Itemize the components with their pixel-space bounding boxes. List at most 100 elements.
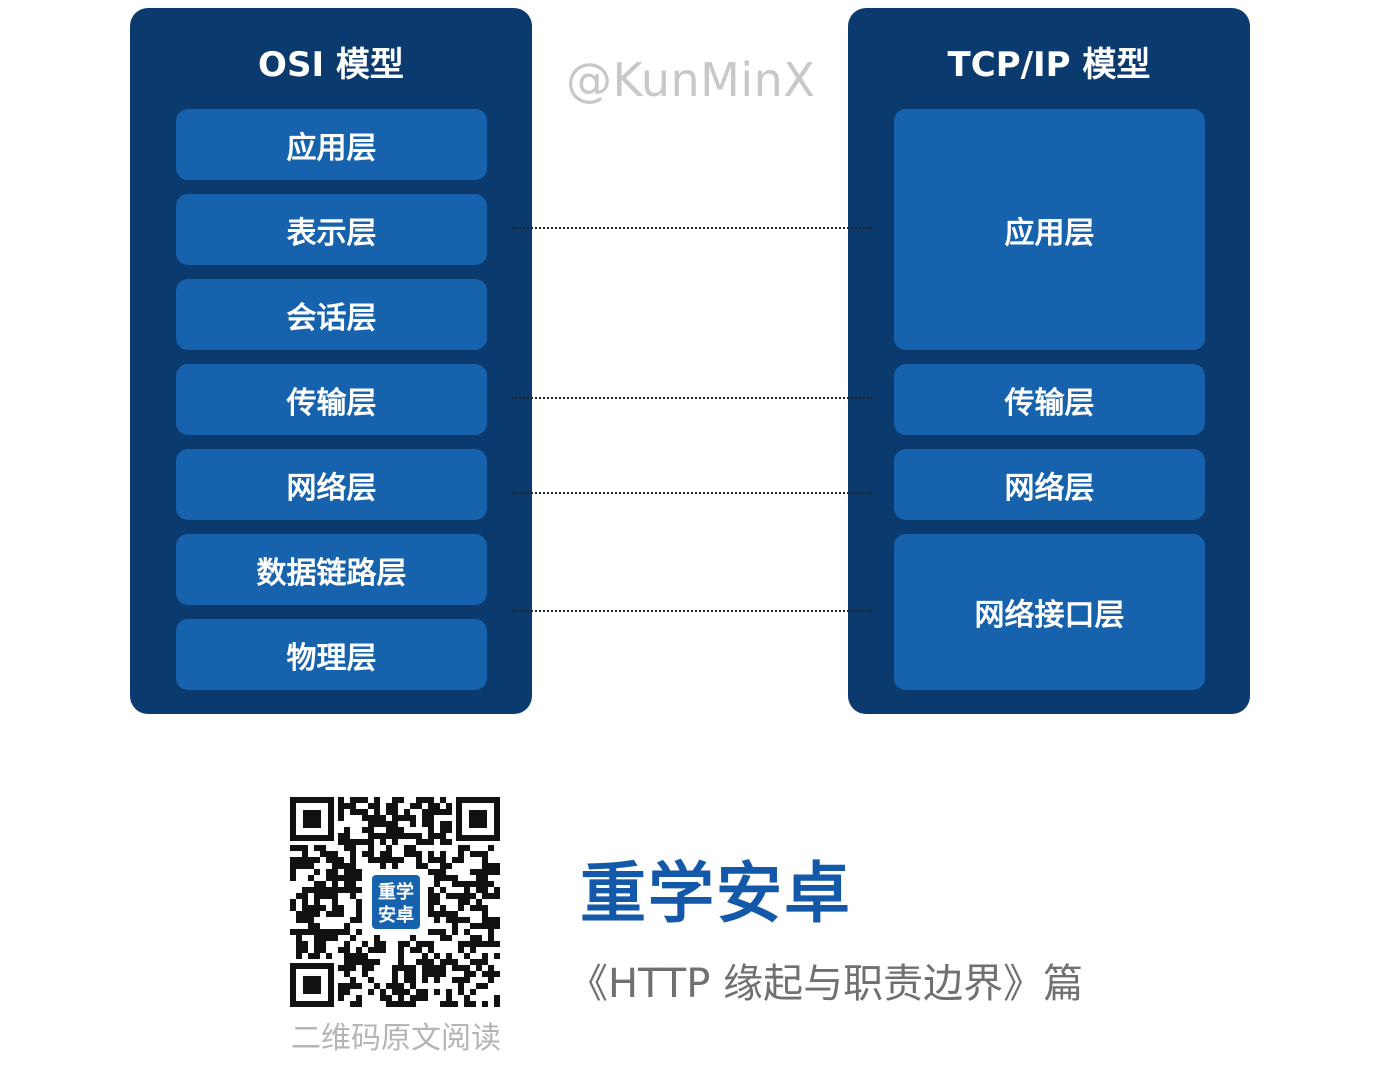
- qr-module: [344, 839, 350, 845]
- qr-module: [404, 815, 410, 821]
- tcpip-model-title: TCP/IP 模型: [947, 45, 1151, 85]
- qr-module: [344, 875, 350, 881]
- qr-module: [494, 923, 500, 929]
- qr-module: [428, 929, 434, 935]
- qr-module: [392, 827, 398, 833]
- qr-module: [404, 809, 410, 815]
- qr-module: [338, 857, 344, 863]
- qr-module: [434, 809, 440, 815]
- qr-module: [350, 845, 356, 851]
- qr-module: [428, 821, 434, 827]
- qr-module: [356, 899, 362, 905]
- qr-module: [446, 875, 452, 881]
- qr-module: [296, 935, 302, 941]
- qr-module: [410, 983, 416, 989]
- qr-module: [326, 857, 332, 863]
- qr-module: [428, 893, 434, 899]
- qr-module: [410, 1001, 416, 1007]
- qr-module: [302, 845, 308, 851]
- qr-module: [488, 917, 494, 923]
- qr-module: [362, 797, 368, 803]
- qr-module: [332, 857, 338, 863]
- qr-module: [386, 821, 392, 827]
- qr-module: [416, 857, 422, 863]
- osi-data-link-layer: 数据链路层: [176, 534, 487, 605]
- tcpip-network-interface-layer: 网络接口层: [894, 534, 1205, 690]
- qr-module: [398, 989, 404, 995]
- qr-module: [392, 833, 398, 839]
- qr-module: [416, 839, 422, 845]
- qr-module: [308, 857, 314, 863]
- qr-module: [422, 965, 428, 971]
- qr-module: [392, 857, 398, 863]
- qr-module: [482, 905, 488, 911]
- qr-module: [326, 935, 332, 941]
- qr-module: [374, 815, 380, 821]
- qr-module: [308, 917, 314, 923]
- qr-module: [494, 1001, 500, 1007]
- osi-model-title: OSI 模型: [258, 45, 404, 85]
- qr-module: [392, 797, 398, 803]
- qr-module: [296, 911, 302, 917]
- qr-module: [332, 881, 338, 887]
- qr-module: [428, 941, 434, 947]
- osi-model-panel: OSI 模型 应用层 表示层 会话层 传输层 网络层 数据链路层 物理层: [130, 8, 532, 714]
- qr-module: [302, 851, 308, 857]
- qr-module: [446, 839, 452, 845]
- qr-module: [428, 947, 434, 953]
- qr-module: [428, 839, 434, 845]
- qr-module: [308, 887, 314, 893]
- qr-module: [452, 923, 458, 929]
- qr-module: [338, 929, 344, 935]
- qr-module: [434, 971, 440, 977]
- qr-module: [440, 971, 446, 977]
- qr-module: [452, 929, 458, 935]
- qr-module: [404, 965, 410, 971]
- qr-module: [344, 869, 350, 875]
- qr-module: [428, 965, 434, 971]
- qr-module: [482, 971, 488, 977]
- qr-module: [434, 953, 440, 959]
- qr-module: [302, 929, 308, 935]
- qr-module: [326, 851, 332, 857]
- qr-module: [338, 965, 344, 971]
- qr-module: [404, 989, 410, 995]
- qr-module: [422, 863, 428, 869]
- qr-module: [440, 821, 446, 827]
- qr-module: [482, 869, 488, 875]
- qr-module: [422, 977, 428, 983]
- qr-module: [410, 965, 416, 971]
- qr-module: [392, 971, 398, 977]
- qr-module: [320, 887, 326, 893]
- qr-module: [374, 857, 380, 863]
- qr-module: [368, 989, 374, 995]
- qr-module: [332, 905, 338, 911]
- qr-module: [350, 797, 356, 803]
- qr-module: [290, 869, 296, 875]
- qr-module: [440, 809, 446, 815]
- qr-module: [422, 953, 428, 959]
- qr-module: [470, 935, 476, 941]
- qr-module: [308, 905, 314, 911]
- qr-module: [446, 989, 452, 995]
- qr-module: [488, 971, 494, 977]
- qr-module: [458, 905, 464, 911]
- qr-logo-line2: 安卓: [378, 904, 414, 926]
- qr-module: [356, 953, 362, 959]
- qr-module: [386, 809, 392, 815]
- qr-module: [470, 989, 476, 995]
- qr-module: [314, 923, 320, 929]
- qr-module: [374, 959, 380, 965]
- qr-module: [464, 929, 470, 935]
- qr-finder-top-left: [290, 797, 334, 841]
- qr-module: [350, 917, 356, 923]
- qr-module: [482, 857, 488, 863]
- qr-module: [314, 881, 320, 887]
- qr-module: [440, 905, 446, 911]
- qr-module: [356, 947, 362, 953]
- qr-module: [368, 857, 374, 863]
- qr-module: [410, 845, 416, 851]
- qr-module: [458, 947, 464, 953]
- qr-module: [368, 803, 374, 809]
- qr-module: [458, 881, 464, 887]
